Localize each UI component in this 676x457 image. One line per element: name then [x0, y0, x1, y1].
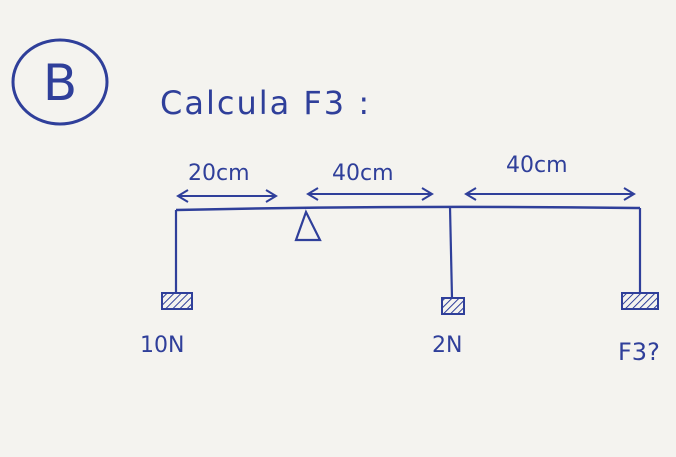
- arrow-middle-span: [306, 187, 434, 201]
- weight-label-middle: 2N: [432, 333, 462, 358]
- title-text: Calcula F3 :: [160, 84, 371, 122]
- distance-label-left: 20cm: [188, 161, 250, 186]
- distance-label-middle: 40cm: [332, 161, 394, 186]
- arrow-right-span: [464, 187, 636, 201]
- badge-circle: [11, 38, 109, 126]
- weights: [161, 292, 659, 315]
- weight-block-middle: [441, 297, 465, 315]
- dimension-arrows: [176, 187, 636, 203]
- badge-letter: B: [43, 54, 77, 112]
- fulcrum-triangle: [294, 209, 322, 242]
- weight-label-right: F3?: [618, 338, 660, 366]
- arrow-left-span: [176, 189, 278, 203]
- string-middle: [448, 206, 454, 299]
- weight-block-left: [161, 292, 193, 310]
- section-badge: B: [11, 38, 109, 126]
- lever-beam: [175, 205, 641, 212]
- weight-label-left: 10N: [140, 333, 184, 358]
- distance-label-right: 40cm: [506, 153, 568, 178]
- weight-block-right: [621, 292, 659, 310]
- hanging-strings: [174, 206, 642, 299]
